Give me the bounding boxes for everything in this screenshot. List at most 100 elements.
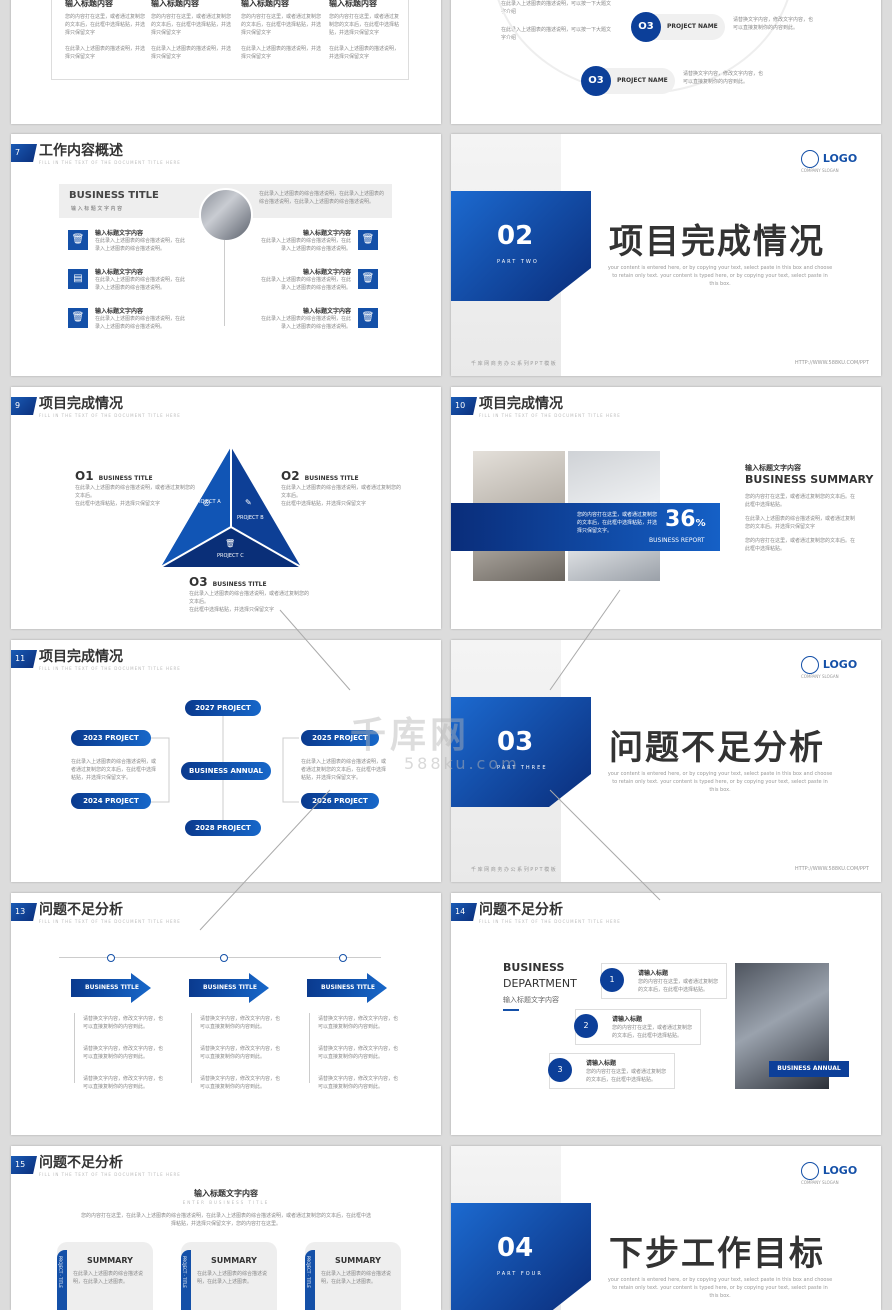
slide-number: 10 bbox=[451, 397, 477, 415]
slide-number: 7 bbox=[11, 144, 37, 162]
stat-percent: 36% bbox=[665, 507, 706, 532]
item-left: 输入标题文字内容在此录入上述图表的综合描述说明，在此录入上述图表的综合描述说明。 bbox=[95, 228, 185, 253]
col-2: 输入标题内容 您的内容打在这里，或者通过复制您的文本后，在此框中选择粘贴，并选择… bbox=[151, 0, 231, 61]
col-text-2: 在此录入上述图表的描述说明，并选择只保留文字 bbox=[151, 46, 232, 60]
col-line bbox=[74, 1013, 75, 1083]
slide-9: 9 项目完成情况 FILL IN THE TEXT OF THE DOCUMEN… bbox=[11, 387, 441, 629]
summary-title: BUSINESS SUMMARY bbox=[745, 473, 874, 486]
watermark-url: 588ku.com bbox=[404, 754, 520, 773]
step-title: 请输入标题 bbox=[612, 1016, 643, 1023]
arrow-1: BUSINESS TITLE bbox=[71, 973, 151, 1003]
summary-item: 您的内容打在这里，或者通过复制您的文本后。在此框中选择粘贴。 bbox=[745, 538, 856, 552]
summary-card-3: PROJECT · TITLE SUMMARY 在此录入上述图表的综合描述说明，… bbox=[305, 1242, 401, 1310]
col-text-2: 在此录入上述图表的描述说明，并选择只保留文字 bbox=[329, 46, 400, 60]
chart-icon: ▤ bbox=[68, 269, 88, 289]
item-title: BUSINESS TITLE bbox=[98, 475, 153, 482]
logo-text: LOGO bbox=[822, 658, 858, 671]
timeline-dot bbox=[220, 954, 228, 962]
item-title: 输入标题文字内容 bbox=[95, 269, 144, 276]
step-title: 请输入标题 bbox=[638, 970, 669, 977]
col-text: 请替换文字内容，修改文字内容，也可以直接复制你的内容到此。 bbox=[318, 1016, 399, 1030]
step-num: 1 bbox=[600, 968, 624, 992]
col-text: 请替换文字内容，修改文字内容，也可以直接复制你的内容到此。 bbox=[318, 1076, 399, 1090]
item-left: 输入标题文字内容在此录入上述图表的综合描述说明，在此录入上述图表的综合描述说明。 bbox=[95, 306, 185, 331]
col-title: 输入标题内容 bbox=[65, 0, 113, 8]
slide-15: 15 问题不足分析 FILL IN THE TEXT OF THE DOCUME… bbox=[11, 1146, 441, 1310]
step-text: 您的内容打在这里，或者通过复制您的文本后，在此框中选择粘贴。 bbox=[586, 1069, 667, 1083]
center-pill: BUSINESS ANNUAL bbox=[181, 762, 271, 780]
item-title: BUSINESS TITLE bbox=[212, 581, 267, 588]
slide-11: 11 项目完成情况 FILL IN THE TEXT OF THE DOCUME… bbox=[11, 640, 441, 882]
col-3: 输入标题内容 您的内容打在这里，或者通过复制您的文本后，在此框中选择粘贴，并选择… bbox=[241, 0, 321, 61]
project-label: PROJECT NAME bbox=[617, 77, 668, 84]
card-side bbox=[305, 1250, 315, 1310]
card-text: 在此录入上述图表的综合描述说明，在此录入上述图表。 bbox=[73, 1271, 144, 1285]
col-4: 输入标题内容 您的内容打在这里，或者通过复制您的文本后，在此框中选择粘贴，并选择… bbox=[329, 0, 403, 61]
tri-label-a: PROJECT A bbox=[194, 499, 221, 505]
dept-line-2: DEPARTMENT bbox=[503, 977, 577, 990]
footer-right: HTTP://WWW.588KU.COM/PPT bbox=[794, 360, 869, 366]
footer-left: 千 库 网 商 务 办 公 系 列 P P T 模 板 bbox=[471, 867, 556, 873]
trash-icon: 🗑 bbox=[358, 269, 378, 289]
item-title: 输入标题文字内容 bbox=[302, 269, 351, 276]
step-card-1: 1 请输入标题 您的内容打在这里，或者通过复制您的文本后，在此框中选择粘贴。 bbox=[600, 963, 727, 999]
item-text-2: 在此框中选择粘贴，并选择只保留文字 bbox=[75, 501, 161, 507]
trash-icon: 🗑 bbox=[358, 308, 378, 328]
logo-text: LOGO bbox=[822, 152, 858, 165]
project-label: PROJECT NAME bbox=[667, 23, 718, 30]
logo-icon bbox=[801, 1162, 819, 1180]
logo-text: LOGO bbox=[822, 1164, 858, 1177]
item-title: BUSINESS TITLE bbox=[304, 475, 359, 482]
slide-title: 问题不足分析 bbox=[39, 902, 123, 918]
pill-2025: 2025 PROJECT bbox=[301, 730, 379, 746]
project-num: O3 bbox=[581, 66, 611, 96]
col-text: 您的内容打在这里，或者通过复制您的文本后，在此框中选择粘贴，并选择只保留文字 bbox=[329, 14, 400, 36]
col-text: 请替换文字内容，修改文字内容，也可以直接复制你的内容到此。 bbox=[318, 1046, 399, 1060]
step-num: 3 bbox=[548, 1058, 572, 1082]
card-title: SUMMARY bbox=[87, 1256, 133, 1265]
stat-band: 您的内容打在这里，或者通过复制您的文本后，在此框中选择粘贴，并选择只保留文字。 … bbox=[451, 503, 720, 551]
step-text: 您的内容打在这里，或者通过复制您的文本后，在此框中选择粘贴。 bbox=[638, 979, 719, 993]
team-photo bbox=[199, 188, 253, 242]
col-text-2: 在此录入上述图表的描述说明，并选择只保留文字 bbox=[65, 46, 146, 60]
slide-number: 11 bbox=[11, 650, 37, 668]
part-box: 03 PART THREE bbox=[451, 697, 591, 807]
slide-title: 项目完成情况 bbox=[39, 396, 123, 412]
slide-subtitle: FILL IN THE TEXT OF THE DOCUMENT TITLE H… bbox=[39, 1172, 181, 1177]
part-label: PART THREE bbox=[497, 765, 548, 771]
item-text: 在此录入上述图表的综合描述说明，或者通过复制您的文本后。 bbox=[189, 591, 310, 605]
watermark-text: 千库网 bbox=[350, 715, 471, 756]
step-title: 请输入标题 bbox=[586, 1060, 617, 1067]
tri-label-c: PROJECT C bbox=[217, 553, 244, 559]
slide-title: 项目完成情况 bbox=[479, 396, 563, 412]
card-text: 在此录入上述图表的综合描述说明，在此录入上述图表。 bbox=[321, 1271, 392, 1285]
timeline-dot bbox=[107, 954, 115, 962]
col-text: 您的内容打在这里，或者通过复制您的文本后，在此框中选择粘贴，并选择只保留文字 bbox=[241, 14, 322, 36]
step-card-2: 2 请输入标题 您的内容打在这里，或者通过复制您的文本后，在此框中选择粘贴。 bbox=[574, 1009, 701, 1045]
col-text: 您的内容打在这里，或者通过复制您的文本后，在此框中选择粘贴，并选择只保留文字 bbox=[65, 14, 146, 36]
item-num: O3 bbox=[189, 575, 208, 589]
item-text-2: 在此框中选择粘贴，并选择只保留文字 bbox=[189, 607, 275, 613]
summary-card-2: PROJECT · TITLE SUMMARY 在此录入上述图表的综合描述说明，… bbox=[181, 1242, 277, 1310]
left-text: 在此录入上述图表的综合描述说明，或者通过复制您的文本后，在此框中选择粘贴，并选择… bbox=[71, 759, 157, 781]
logo-icon bbox=[801, 150, 819, 168]
item-text: 在此录入上述图表的综合描述说明，在此录入上述图表的综合描述说明。 bbox=[261, 238, 352, 252]
item-text: 在此录入上述图表的综合描述说明，或者通过复制您的文本后。 bbox=[281, 485, 402, 499]
arrow-3: BUSINESS TITLE bbox=[307, 973, 387, 1003]
item-title: 输入标题文字内容 bbox=[302, 230, 351, 237]
col-1: 输入标题内容 您的内容打在这里，或者通过复制您的文本后，在此框中选择粘贴，并选择… bbox=[65, 0, 145, 61]
project-desc: 请替换文字内容，修改文字内容，也可以直接复制你的内容到此。 bbox=[683, 71, 764, 85]
logo: LOGO COMPANY SLOGAN bbox=[801, 656, 857, 679]
center-subheading: ENTER BUSINESS TITLE bbox=[182, 1200, 270, 1205]
project-desc: 请替换文字内容，修改文字内容，也可以直接复制你的内容到此。 bbox=[733, 17, 814, 31]
footer-right: HTTP://WWW.588KU.COM/PPT bbox=[794, 866, 869, 872]
card-title: SUMMARY bbox=[211, 1256, 257, 1265]
slide-subtitle: FILL IN THE TEXT OF THE DOCUMENT TITLE H… bbox=[479, 919, 621, 924]
logo-slogan: COMPANY SLOGAN bbox=[801, 674, 839, 679]
part-box: 04 PART FOUR bbox=[451, 1203, 591, 1310]
dept-cn: 输入标题文字内容 bbox=[503, 996, 559, 1004]
col-text: 您的内容打在这里，或者通过复制您的文本后，在此框中选择粘贴，并选择只保留文字 bbox=[151, 14, 232, 36]
